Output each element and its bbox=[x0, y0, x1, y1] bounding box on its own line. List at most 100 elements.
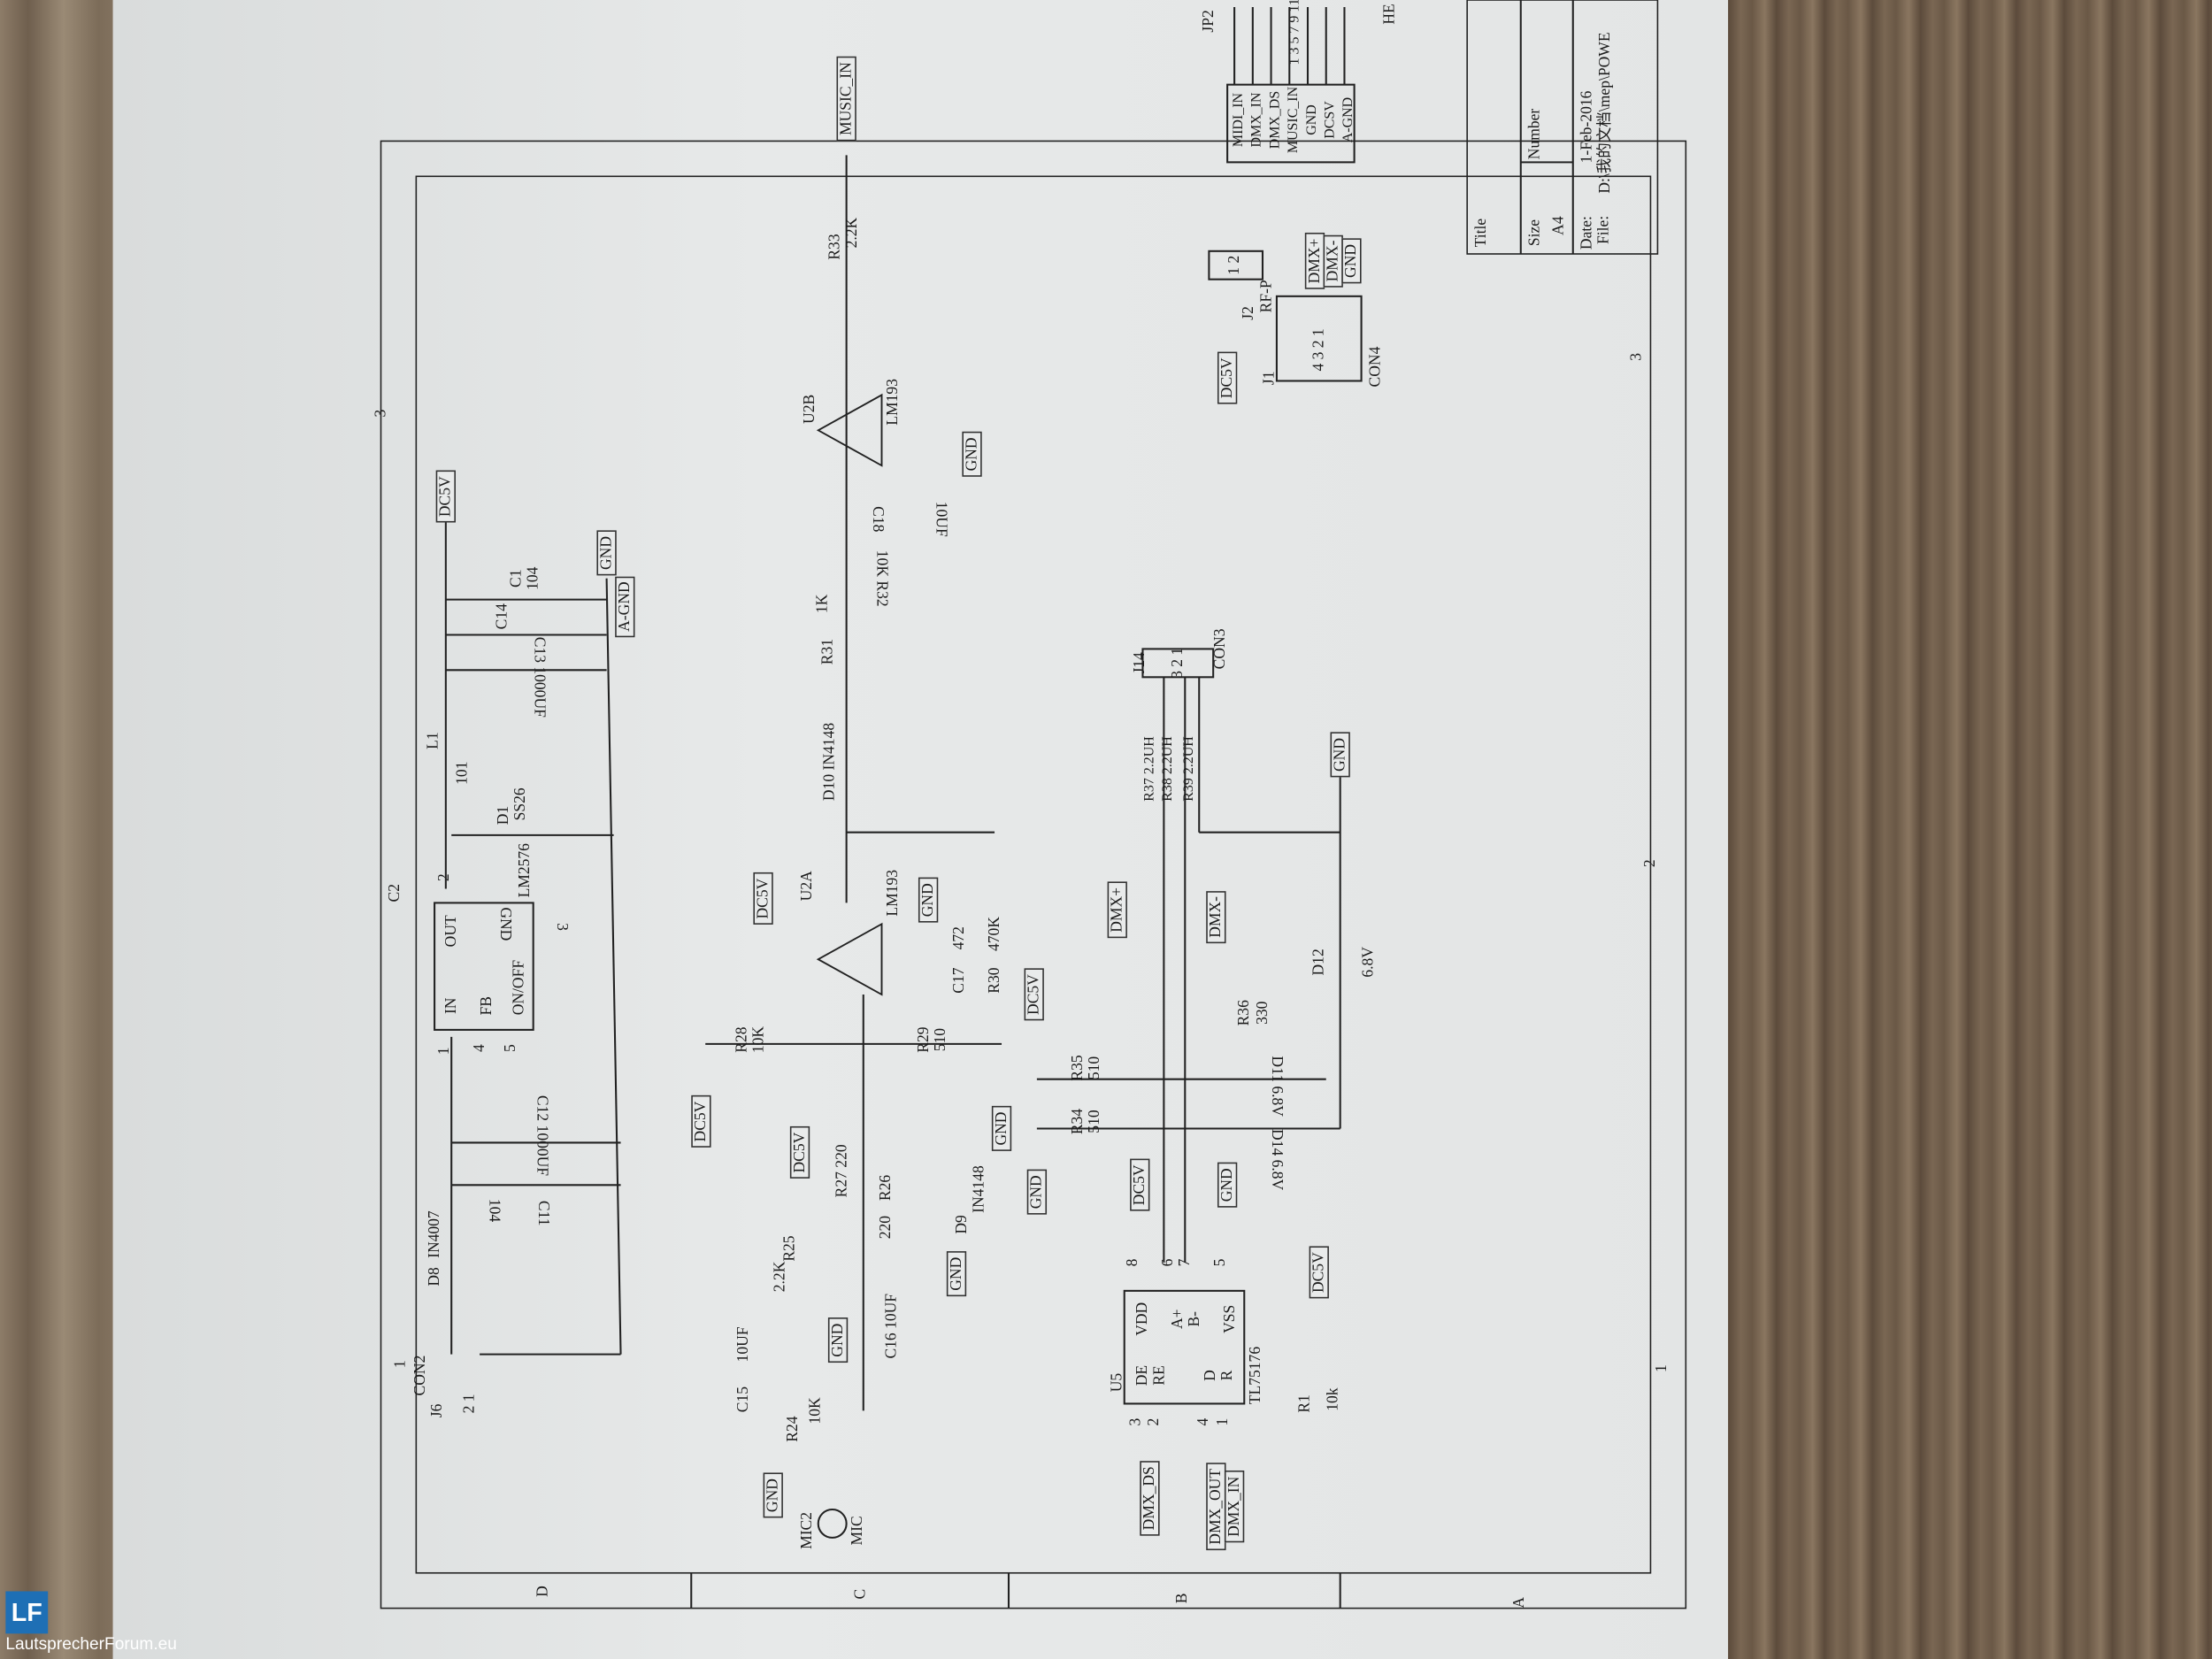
r36-label: R36 bbox=[1235, 1000, 1253, 1026]
net-dc5v-1: DC5V bbox=[753, 872, 773, 925]
r26-label: R26 bbox=[877, 1174, 895, 1202]
net-gnd-5: GND bbox=[827, 1317, 849, 1363]
pin-2: 2 bbox=[435, 873, 453, 882]
r38-label: R38 2.2UH bbox=[1160, 736, 1176, 802]
c17-value: 472 bbox=[950, 926, 968, 950]
col-label-bottom-3: 3 bbox=[1627, 352, 1646, 361]
c14-label: C14 bbox=[494, 603, 511, 630]
pin-4: 4 bbox=[471, 1044, 488, 1053]
j6-pins: 2 1 bbox=[461, 1394, 479, 1414]
file-value: D:\我的文档\mep\POWE bbox=[1596, 32, 1614, 194]
wood-table bbox=[1728, 0, 2212, 1659]
u5-r: R bbox=[1218, 1370, 1236, 1381]
net-dc5v-7: DC5V bbox=[1217, 352, 1238, 404]
d9-value: IN4148 bbox=[970, 1165, 988, 1213]
r34-value: 510 bbox=[1086, 1110, 1103, 1133]
r30-label: R30 bbox=[986, 967, 1003, 994]
c13-label: C13 1000UF bbox=[530, 636, 548, 718]
net-dc5v-3: DC5V bbox=[789, 1126, 810, 1179]
jp2-net-7: A-GND bbox=[1340, 96, 1357, 143]
row-label-b: B bbox=[1173, 1593, 1191, 1604]
net-dc5v-2: DC5V bbox=[691, 1095, 711, 1148]
j14-label: J14 bbox=[1131, 652, 1148, 674]
c11-value: 104 bbox=[485, 1198, 503, 1223]
net-dmx-minus-2: DMX- bbox=[1323, 234, 1343, 288]
r1-value: 10k bbox=[1325, 1387, 1342, 1411]
mic2-label: MIC2 bbox=[798, 1511, 816, 1549]
c17-label: C17 bbox=[950, 967, 968, 994]
d10-label: D10 IN4148 bbox=[820, 722, 839, 802]
r33-label: R33 bbox=[826, 234, 844, 260]
row-label-d: D bbox=[534, 1586, 552, 1597]
u5-de: DE bbox=[1133, 1364, 1152, 1386]
j14-pins: 3 2 1 bbox=[1169, 647, 1187, 679]
row-label-c: C bbox=[852, 1588, 870, 1600]
r32-label: 10K R32 bbox=[872, 549, 891, 607]
j2-label: J2 bbox=[1240, 306, 1257, 320]
size-field: Size bbox=[1526, 219, 1544, 247]
r31-value: 1K bbox=[813, 594, 832, 614]
net-dc5v-5: DC5V bbox=[1130, 1159, 1150, 1211]
r35-value: 510 bbox=[1086, 1056, 1103, 1080]
forum-watermark: LautsprecherForum.eu bbox=[5, 1633, 177, 1654]
d12-value: 6.8V bbox=[1360, 947, 1378, 978]
col-label-3: 3 bbox=[372, 409, 390, 418]
l1-value: 101 bbox=[454, 761, 472, 785]
net-gnd-1: GND bbox=[962, 432, 982, 477]
r27-label: R27 220 bbox=[833, 1144, 851, 1198]
net-dc5v: DC5V bbox=[435, 470, 456, 523]
d8-label: D8 bbox=[426, 1267, 443, 1286]
d12-label: D12 bbox=[1310, 949, 1328, 976]
c1-value: 104 bbox=[525, 566, 542, 590]
r28-label: R28 bbox=[733, 1026, 751, 1053]
size-value: A4 bbox=[1550, 216, 1568, 235]
u5-label: U5 bbox=[1109, 1372, 1126, 1393]
u5-vdd: VDD bbox=[1133, 1302, 1152, 1336]
rfp-label: RF-P bbox=[1258, 280, 1276, 313]
net-agnd: A-GND bbox=[615, 575, 635, 638]
u2b-part: LM193 bbox=[884, 379, 902, 426]
d1-label: D1 bbox=[495, 805, 512, 826]
net-gnd-4: GND bbox=[946, 1251, 967, 1297]
d9-label: D9 bbox=[953, 1215, 971, 1234]
c15-label: C15 bbox=[734, 1386, 752, 1413]
number-field: Number bbox=[1526, 108, 1544, 160]
net-dmx-plus-2: DMX+ bbox=[1304, 233, 1325, 289]
c15-value: 10UF bbox=[734, 1326, 752, 1363]
regulator-label: LM2576 bbox=[516, 843, 534, 898]
u5-d: D bbox=[1202, 1370, 1219, 1381]
r29-value: 510 bbox=[932, 1027, 950, 1052]
net-gnd-6: GND bbox=[763, 1472, 783, 1518]
jp2-net-4: MUSIC_IN bbox=[1286, 86, 1302, 154]
c16-label: C16 10UF bbox=[883, 1293, 901, 1359]
c12-label: C12 1000UF bbox=[533, 1094, 550, 1177]
r26-value: 220 bbox=[877, 1215, 895, 1240]
d1-value: SS26 bbox=[511, 787, 529, 821]
j6-label: J6 bbox=[428, 1403, 446, 1418]
title-field: Title bbox=[1472, 218, 1490, 248]
pin-3: 3 bbox=[553, 923, 571, 931]
r25-value: 2.2K bbox=[772, 1261, 789, 1293]
u5-pin-4: 4 bbox=[1194, 1417, 1212, 1426]
jp2-label: JP2 bbox=[1200, 10, 1217, 33]
net-dmx-ds: DMX_DS bbox=[1140, 1460, 1160, 1536]
r30-value: 470K bbox=[986, 916, 1003, 951]
mic-label: MIC bbox=[849, 1516, 866, 1546]
r33-value: 2.2K bbox=[843, 217, 861, 249]
r25-label: R25 bbox=[781, 1235, 799, 1262]
pin-out: OUT bbox=[442, 915, 460, 948]
u5-re: RE bbox=[1151, 1365, 1169, 1386]
jp2-net-2: DMX_IN bbox=[1248, 92, 1265, 148]
jp2-net-6: DCSV bbox=[1322, 101, 1339, 139]
j1-label: J1 bbox=[1261, 371, 1279, 386]
forum-logo: LF bbox=[5, 1591, 49, 1634]
con4-label: CON4 bbox=[1366, 346, 1385, 388]
r31-label: R31 bbox=[819, 638, 837, 665]
col-label-bottom-1: 1 bbox=[1653, 1364, 1671, 1372]
col-label-bottom-2: 2 bbox=[1641, 859, 1660, 868]
pin-onoff: ON/OFF bbox=[511, 959, 528, 1016]
net-gnd-8: GND bbox=[1026, 1169, 1048, 1215]
c11-label: C11 bbox=[534, 1200, 552, 1226]
